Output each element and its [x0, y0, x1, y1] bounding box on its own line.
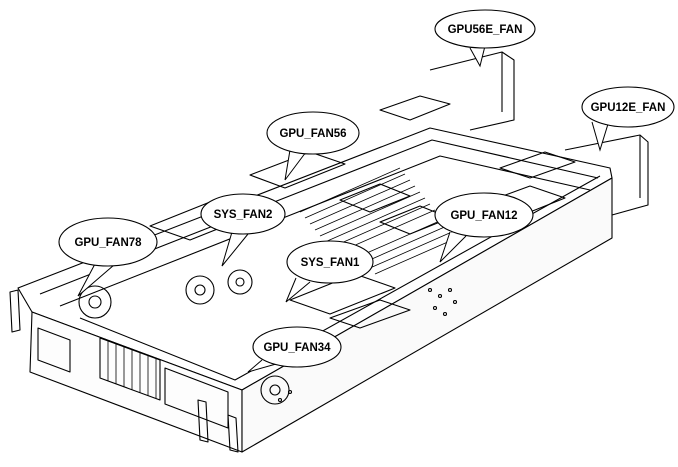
callout-label: GPU12E_FAN	[591, 102, 666, 114]
callout-label: GPU_FAN78	[74, 237, 142, 249]
callout-label: GPU_FAN34	[263, 342, 331, 354]
callout-gpu12: GPU_FAN12	[434, 192, 534, 263]
callout-sys2: SYS_FAN2	[200, 193, 286, 267]
callout-label: GPU_FAN12	[450, 210, 517, 222]
callout-label: GPU_FAN56	[279, 128, 346, 140]
callout-gpu56: GPU_FAN56	[266, 111, 360, 181]
callout-gpu12e: GPU12E_FAN	[581, 86, 675, 152]
callout-label: GPU56E_FAN	[448, 24, 523, 36]
callout-gpu56e: GPU56E_FAN	[434, 9, 536, 68]
callout-label: SYS_FAN1	[301, 257, 360, 269]
callout-gpu78: GPU_FAN78	[58, 217, 158, 297]
callout-sys1: SYS_FAN1	[285, 240, 374, 303]
callout-gpu34: GPU_FAN34	[247, 326, 342, 373]
callout-label: SYS_FAN2	[214, 209, 273, 221]
